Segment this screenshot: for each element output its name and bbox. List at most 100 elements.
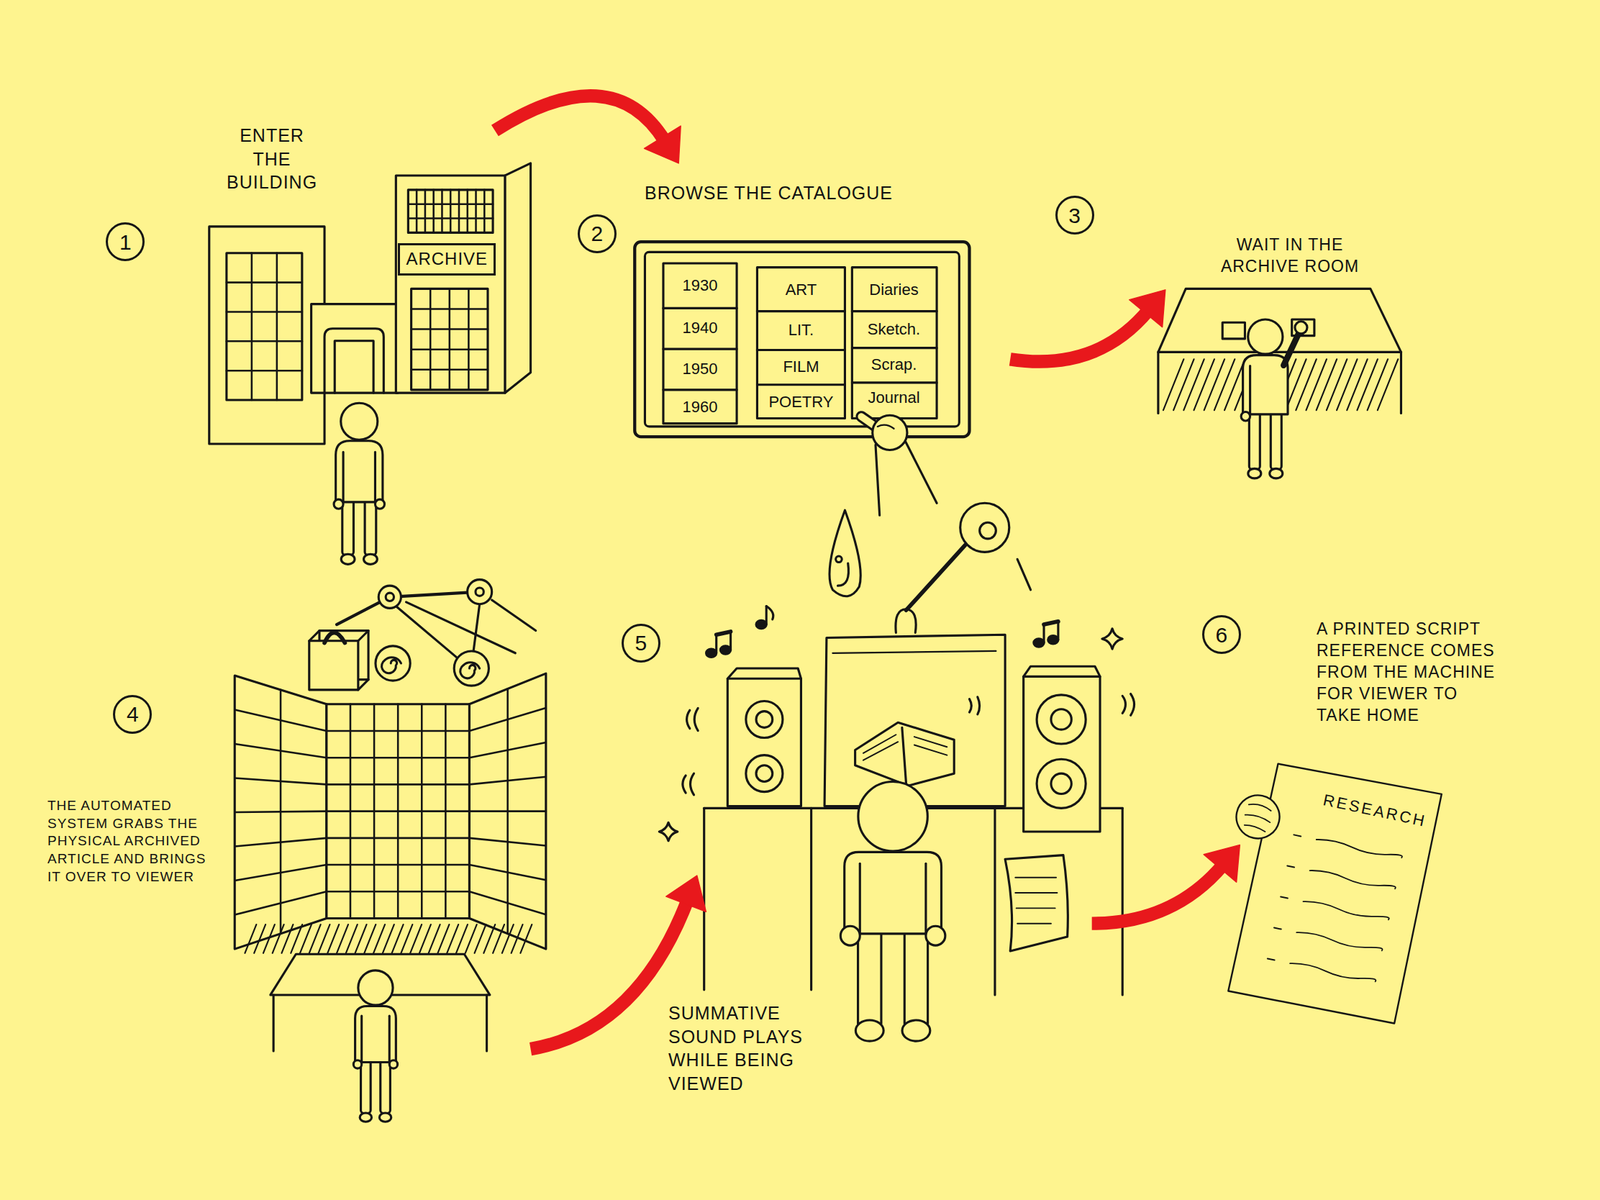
grid-line [251,253,254,400]
catalogue-cell: 1950 [682,358,718,380]
speaker-top [1023,666,1100,677]
arrow-head [644,125,682,164]
grid-line [226,369,303,372]
person-hand [389,1060,398,1069]
grid-line [469,776,546,785]
grid-line [234,891,327,915]
catalogue-divider [663,388,737,391]
step-caption: THE AUTOMATED SYSTEM GRABS THE PHYSICAL … [47,797,224,886]
person-figure [353,970,398,1122]
grid-line [469,742,546,758]
list-bullet [1293,835,1301,837]
hatch-line [511,924,524,954]
hand-fist [872,415,908,450]
hand-arm [875,444,880,516]
grid-frame [411,288,488,390]
person-leg [1270,410,1282,470]
person-head [358,970,393,1006]
list-line [1289,961,1376,985]
grid-line [469,891,546,915]
note-stem [1056,621,1059,641]
robot-joint-pin [385,592,394,601]
person-arm [924,863,927,934]
sparkle [1102,628,1123,649]
catalogue-divider [851,381,937,384]
hatch-line [244,924,257,954]
hatch-line [1356,358,1377,411]
speaker-cone [756,765,773,783]
note-head [1048,635,1059,644]
list-bullet [1274,928,1282,930]
floor-shading [244,924,532,954]
callout-number: 6 [1215,623,1228,647]
catalogue-inner [644,251,959,427]
hatch-line [355,924,367,954]
grid-line [234,743,327,758]
printed-slip [1005,855,1068,952]
hatch-line [346,924,358,954]
catalogue-screen [634,241,970,437]
robot-link [406,602,516,654]
list-line [1295,930,1383,954]
list-bullet [1267,958,1275,961]
grid-line [449,189,452,234]
hatch-line [502,924,514,954]
robot-joint-pin [475,587,484,596]
hatch-line [446,924,459,954]
shelf-panel [469,673,546,949]
note-stem [1042,624,1045,644]
holding-hand [1232,791,1284,843]
magnifier-lamp [895,502,1031,633]
grid-line [326,783,470,786]
lamp-head [960,502,1010,552]
music-note [1033,621,1059,647]
speaker-cone [1051,709,1072,730]
glass-case [824,634,1006,806]
callout-number: 1 [119,230,132,254]
list-bullet [1287,866,1295,868]
book-lines [863,734,947,760]
hatch-line [1306,358,1327,411]
hatch-line [1336,358,1357,411]
grid-line [234,778,327,785]
step-number-circle: 4 [112,694,152,734]
flow-arrow [1010,289,1166,362]
hatch-line [272,924,285,954]
crate-edge [358,630,369,642]
slip-lines [1015,877,1057,924]
entrance-door [334,341,374,393]
grid-line [234,811,327,813]
arrow-shaft [1092,864,1224,924]
hand-knuckle [877,425,895,429]
catalogue-divider [756,383,845,386]
table-edge [1400,351,1403,413]
desk-side [810,807,813,990]
robot-joint [378,585,401,608]
person-hand [353,1060,362,1069]
note-head [756,620,767,629]
grid-line [466,189,469,234]
speaker-cone [1036,758,1086,808]
person-body [844,851,942,934]
person-raised-arm [1283,330,1300,366]
callout-number: 4 [126,702,139,726]
robot-link [473,604,480,652]
person-foot [1248,468,1262,478]
sound-wave [969,697,980,715]
hatch-line [1173,358,1194,411]
catalogue-cell: FILM [782,356,819,378]
drop-symbol [829,510,861,597]
music-note [756,606,774,629]
table-item [1292,319,1315,336]
grid-line [326,890,470,893]
sound-wave [682,773,695,795]
grid-line [469,838,546,847]
lamp-beam [1017,558,1031,590]
grid-frame [234,675,327,949]
node-text: ARCHIVE [405,249,488,269]
robot-joint [467,579,493,605]
hatch-line [520,924,532,954]
shelf-panel [234,675,327,949]
note-flag [766,606,774,620]
grid-line [469,707,546,731]
